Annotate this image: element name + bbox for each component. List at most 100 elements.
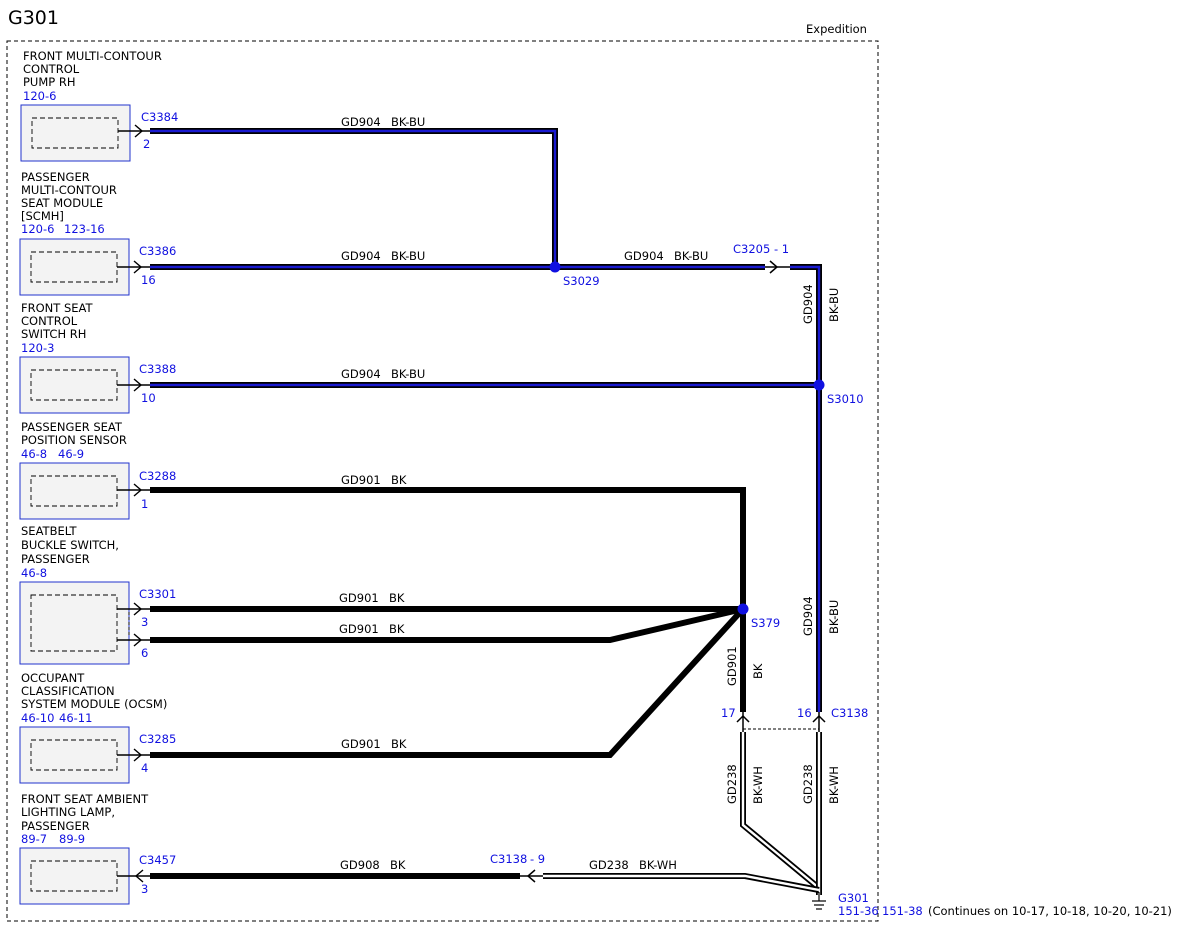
c3138-pin17-arrow-icon [736,714,750,723]
connector-arrow-icon [133,260,143,274]
splice-s379-dot [737,603,749,615]
c3138-pin-16: 16 [797,706,812,720]
wire-color-label: BK-BU [827,288,841,322]
inline-connector-c3138-lamp [520,869,543,883]
vehicle-label: Expedition [806,22,867,36]
wire-circuit-label: GD908 [340,858,380,872]
wire-circuit-label: GD238 [725,764,739,804]
wire-circuit-label: GD904 [801,284,815,324]
connector-arrow-icon [133,602,143,616]
wire-gd901-group [150,487,746,758]
component-box [19,462,130,520]
wire-color-label: BK-BU [827,600,841,634]
connector-arrow-icon [134,869,144,883]
c3138-pin-17: 17 [721,706,736,720]
wire-circuit-label: GD238 [589,858,629,872]
connector-arrow-icon [133,633,143,647]
connector-arrow-icon [133,748,143,762]
wire-color-label: BK [751,663,765,679]
wire-circuit-label: GD901 [725,646,739,686]
connector-arrow-icon [133,378,143,392]
pin-number: 3 [141,882,148,896]
component-box [19,356,130,414]
ground-continues-note: (Continues on 10-17, 10-18, 10-20, 10-21… [928,904,1172,918]
component-ref: 120-6 [21,222,54,236]
wire-color-label: BK-BU [391,367,425,381]
component-box [20,104,131,162]
wire-color-label: BK [390,858,406,872]
pin-number: 3 [141,615,148,629]
component-ref: 46-9 [58,447,84,461]
splice-s3010-dot [813,379,825,391]
wire-gnd-17-core [741,732,820,889]
diagram-frame [6,40,879,922]
wire-possensor [150,487,746,712]
component-ref: 120-6 [23,89,56,103]
component-box [19,847,130,905]
splice-s379-label: S379 [751,616,780,630]
inline-connector-c3205 [765,260,790,274]
component-ref: 120-3 [21,341,54,355]
connector-arrow-icon [134,124,144,138]
c3138-pin16-arrow-icon [812,714,826,723]
component-box [19,726,130,784]
ground-icon [812,892,826,910]
c3138-lamp-arrow-icon [526,869,536,883]
connector-arrow-icon [133,483,143,497]
pin-number: 10 [141,391,156,405]
wire-color-label: BK-BU [391,115,425,129]
splice-s3010-label: S3010 [827,392,864,406]
wire-color-label: BK [391,473,407,487]
wire-c3205-down [790,264,822,712]
wire-circuit-label: GD904 [801,596,815,636]
wire-gd238-group [543,732,822,895]
wire-ocsm [150,606,746,758]
connector-id: C3301 [139,587,176,601]
wire-lamp-harness-core [543,874,820,892]
wire-color-label: BK-WH [639,858,677,872]
connector-id: C3386 [139,244,176,258]
wire-color-label: BK [389,591,405,605]
splice-s3029-dot [549,261,561,273]
wire-circuit-label: GD904 [624,249,664,263]
ground-ref: 151-38 [882,904,923,918]
wire-circuit-label: GD904 [341,249,381,263]
wire-circuit-label: GD901 [339,591,379,605]
splice-s3029-label: S3029 [563,274,600,288]
component-ref: 46-8 [21,447,47,461]
wire-circuit-label: GD901 [341,737,381,751]
pin-number: 6 [141,646,148,660]
wire-color-label: BK [389,622,405,636]
wire-gd904-group [150,128,822,712]
component-inner-dash [30,475,118,507]
page-title: G301 [8,7,59,29]
pin-number: 1 [141,497,148,511]
wire-color-label: BK-WH [827,766,841,804]
c3138-lamp-label: C3138 [490,852,527,866]
component-inner-dash [30,594,118,652]
connector-id: C3288 [139,469,176,483]
c3138-main-label: C3138 [831,706,868,720]
wire-buckle-6 [150,606,744,643]
wire-gnd-17 [740,732,821,891]
component-ref: 46-8 [21,566,47,580]
c3138-lamp-pin: - 9 [530,852,545,866]
component-box [19,238,130,296]
connector-id: C3457 [139,853,176,867]
c3205-arrow-icon [769,260,779,274]
inline-connector-c3138-main [736,712,826,732]
connector-id: C3384 [141,110,178,124]
wire-pump-core [150,129,557,267]
c3205-pin: - 1 [774,242,789,256]
